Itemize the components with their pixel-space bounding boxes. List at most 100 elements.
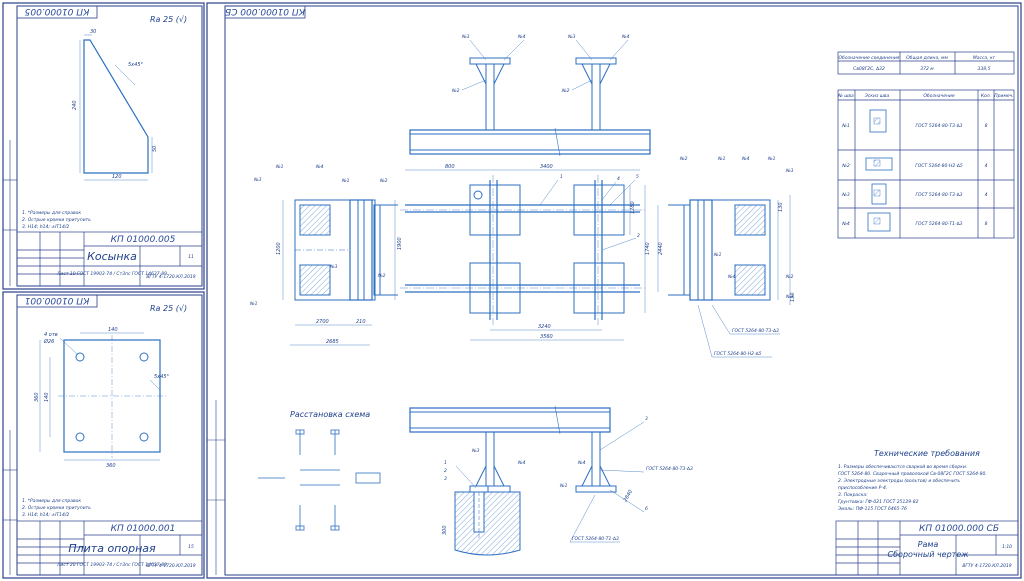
tech-note: 3. Покраска: [838,492,868,498]
node-label: №3 [785,294,794,300]
position-label: 1 [444,460,447,466]
dim: 2840 [623,489,635,503]
node-label: №3 [329,264,338,270]
dim-angle: 5х45° [128,62,144,68]
weld-std: ГОСТ 5264-80-Т1-∆3 [916,221,963,227]
organization: ВГТУ 4-1720.КЛ.2019 [962,563,1011,569]
dim: 1200 [276,242,282,255]
tech-note: приспособление Р-4. [838,485,887,491]
node-label: №1 [717,156,726,162]
weld-std: ГОСТ 5264-80-Т3-∆3 [916,192,963,198]
material: Лист 20 ГОСТ 19903-74 / Ст3пс ГОСТ 14637… [56,562,167,568]
weld-callout: ГОСТ 5264-80-Т1-∆3 [572,536,619,542]
table-cell: 372 м [920,66,934,72]
top-view-labels: №3 №4 №3 №4 №2 №2 [451,34,630,94]
part-name: Косынка [87,250,137,263]
rotated-code: КП 01000.005 [24,6,89,16]
table-header: Масса, кг [973,55,996,61]
table-cell: Св08Г2С, ∆32 [853,66,885,72]
position-label: 2 [444,468,447,474]
node-label: №2 [679,156,688,162]
title-block [16,520,203,576]
weld-sketch [867,212,891,232]
node-label: №3 [567,34,576,40]
table-col: Кол. [981,93,991,99]
sheet-rama: КП 01000.000 СБ №3 №4 №3 №4 №2 №2 [206,2,1022,579]
weld-callout: ГОСТ 5264-80-Н2-∆5 [714,351,762,357]
weld-spec-table [837,89,1015,239]
right-side-view [668,199,771,301]
weld-qty: 8 [985,221,988,227]
dim: 1280 [630,201,636,214]
weld-callout: ГОСТ 5264-80-Т3-∆3 [646,466,693,472]
dim: 800 [445,164,455,170]
dim-height: 360 [34,392,40,402]
node-label: №3 [471,448,480,454]
sheet-border [206,2,1022,579]
sheet-frame [224,5,1019,576]
dim: 2685 [326,339,339,345]
weld-qty: 8 [985,123,988,129]
position-label: 3 [645,416,648,422]
node-label: №3 [253,177,262,183]
bottom-section-view [409,405,617,556]
node-label: №4 [517,34,526,40]
position-label: 4 [617,176,620,182]
dim: 130 [778,202,784,212]
left-side-view [294,199,398,301]
roughness-mark: Ra 25 (√) [150,15,187,24]
sheet-border [2,291,205,579]
tech-note: 1. Размеры обеспечиваются сваркой во вре… [838,464,967,470]
node-label: №3 [461,34,470,40]
hole [75,352,85,362]
position-label: 1 [560,174,563,180]
table-header: Обозначение соединения [839,55,900,61]
node-label: №4 [517,460,526,466]
drawing-code: КП 01000.005 [111,235,176,245]
node-label: №4 [577,460,586,466]
tech-note: Эмаль: ПФ-115 ГОСТ 6465-76 [837,506,907,512]
table-cell: 338,5 [978,66,991,72]
table-header: Общая длина, мм [906,55,948,61]
sheet-border [2,2,205,290]
hole [139,432,149,442]
tech-note: Грунтовка: ГФ-021 ГОСТ 25129-82 [838,499,919,505]
node-label: №1 [275,164,284,170]
weld-num: №3 [841,192,850,198]
node-label: №1 [767,156,776,162]
rotated-code: КП 01000.001 [25,295,90,305]
kosynka-outline [83,39,149,174]
node-label: №2 [451,88,460,94]
node-label: №1 [559,483,568,489]
position-label: 3 [444,476,447,482]
weld-std: ГОСТ 5264-80-Н2-∆5 [915,163,963,169]
node-label: №1 [249,301,258,307]
dim-holes: 4 отв [44,332,58,338]
hole [139,352,149,362]
dim-height: 240 [72,100,78,110]
dim: 1900 [397,237,403,250]
rotated-code: КП 01000.000 СБ [225,6,305,16]
dim: 130 [790,292,796,302]
weld-sketch [869,109,887,133]
weld-row: №4 ГОСТ 5264-80-Т1-∆3 8 [841,212,988,232]
table-col: № шва [837,93,854,99]
table-col: Примеч. [994,93,1013,99]
position-label: 6 [645,506,648,512]
dim-top: 30 [90,29,96,35]
position-label: 5 [636,174,639,180]
part-name: Плита опорная [68,542,156,555]
drawing-code: КП 01000.000 СБ [919,524,999,534]
title-block [835,520,1019,576]
organization: ВГТУ 4-1720.КЛ.2019 [146,563,195,569]
note-1: 1. *Размеры для справок [22,498,81,504]
dim: 1740 [645,242,651,255]
dim-angle: 5х45° [154,374,170,380]
node-label: №4 [741,156,750,162]
tech-note: 2. Электродные электроды (вольтов) и обе… [838,478,960,484]
assembly-subtitle: Сборочный чертеж [888,550,970,559]
drawing-code: КП 01000.001 [111,524,176,534]
node-label: №4 [315,164,324,170]
dim-side: 50 [152,146,158,152]
